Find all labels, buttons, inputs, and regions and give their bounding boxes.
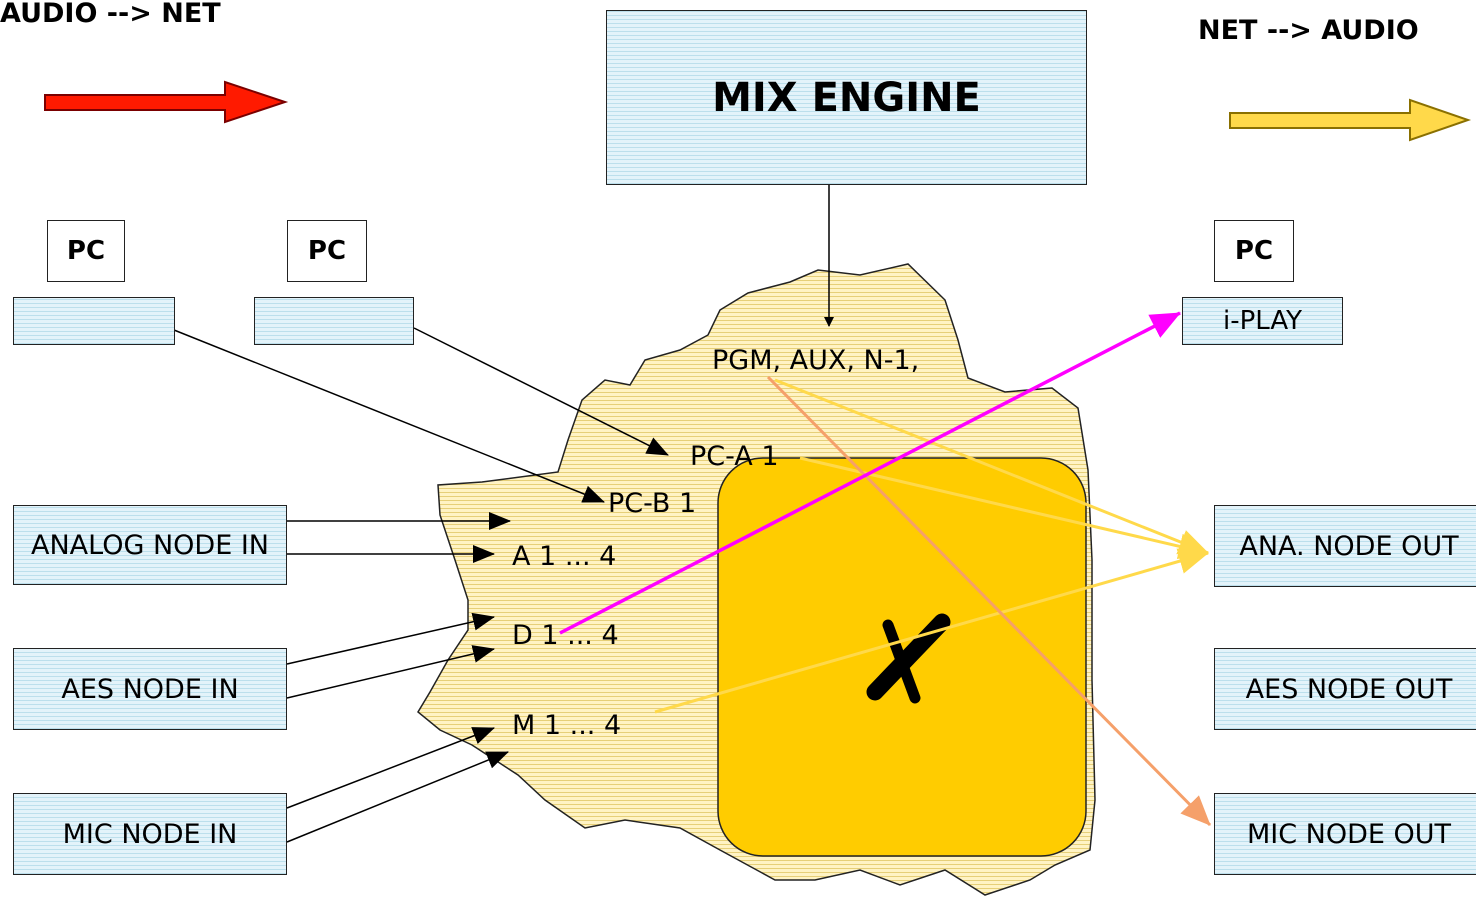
mic-link-2 — [286, 751, 509, 843]
aes-link-2 — [286, 645, 495, 699]
aes-node-in-label: AES NODE IN — [61, 673, 239, 705]
mic-to-ana-out-route — [654, 548, 1209, 714]
iplay-box: i-PLAY — [1182, 297, 1343, 345]
pc-label-2: PC — [287, 220, 367, 282]
mic-node-in-label: MIC NODE IN — [62, 818, 238, 850]
mic-node-out-label: MIC NODE OUT — [1246, 818, 1452, 850]
pc-source-box-2 — [254, 297, 414, 345]
net-to-audio-arrow — [1229, 98, 1472, 142]
mix-engine-label: MIX ENGINE — [712, 74, 981, 121]
audio-to-net-title: AUDIO --> NET — [0, 0, 221, 29]
pc2-link — [413, 327, 669, 456]
mic-channel-label: M 1 ... 4 — [512, 710, 622, 741]
pc-a-label: PC-A 1 — [690, 441, 779, 472]
pc1-link — [173, 329, 605, 503]
digital-to-iplay-route — [559, 311, 1181, 635]
analog-channel-label: A 1 ... 4 — [512, 541, 617, 572]
pgm-to-ana-out-route — [774, 378, 1209, 555]
ana-node-out-label: ANA. NODE OUT — [1239, 530, 1459, 562]
analog-node-in-box: ANALOG NODE IN — [13, 505, 287, 585]
digital-channel-label: D 1 ... 4 — [512, 620, 619, 651]
aes-node-out-label: AES NODE OUT — [1245, 673, 1453, 705]
mic-link-1 — [286, 727, 495, 809]
pc-source-box-1 — [13, 297, 175, 345]
audio-to-net-arrow — [44, 80, 289, 124]
pc-label-1: PC — [47, 220, 125, 282]
pgm-to-mic-out-route — [766, 375, 1212, 827]
aes-node-out-box: AES NODE OUT — [1214, 648, 1476, 730]
mic-node-in-box: MIC NODE IN — [13, 793, 287, 875]
aes-link-1 — [286, 612, 495, 665]
mic-node-out-box: MIC NODE OUT — [1214, 793, 1476, 875]
net-to-audio-title: NET --> AUDIO — [1198, 15, 1419, 46]
pgm-aux-label: PGM, AUX, N-1, — [712, 345, 920, 376]
iplay-label: i-PLAY — [1222, 306, 1302, 336]
pc-b-label: PC-B 1 — [608, 488, 697, 519]
aes-node-in-box: AES NODE IN — [13, 648, 287, 730]
analog-node-in-label: ANALOG NODE IN — [30, 529, 270, 561]
mix-engine-box: MIX ENGINE — [606, 10, 1087, 185]
pc-label-3: PC — [1214, 220, 1294, 282]
ana-node-out-box: ANA. NODE OUT — [1214, 505, 1476, 587]
